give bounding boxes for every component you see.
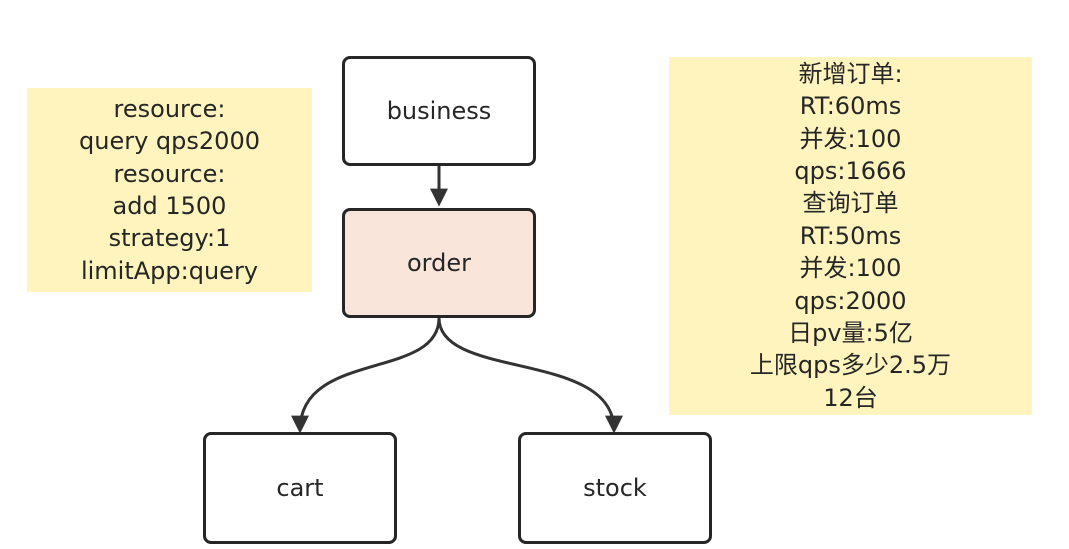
note-left-line: limitApp:query: [80, 256, 259, 285]
note-left-line: resource:: [113, 94, 226, 123]
note-left-line: add 1500: [112, 192, 227, 220]
note-left-line: strategy:1: [108, 224, 231, 253]
node-cart[interactable]: cart: [203, 432, 397, 544]
node-cart-label: cart: [276, 474, 324, 502]
note-right-line: qps:2000: [794, 286, 907, 315]
note-right-line: 查询订单: [802, 189, 899, 218]
note-right-line: 上限qps多少2.5万: [749, 351, 952, 380]
note-right-line: 12台: [823, 383, 878, 412]
note-right-line: 新增订单:: [798, 59, 903, 88]
edge-order-to-cart: [291, 317, 441, 434]
node-stock[interactable]: stock: [518, 432, 712, 544]
note-right-line: 并发:100: [799, 124, 902, 153]
note-right[interactable]: 新增订单: RT:60ms 并发:100 qps:1666 查询订单 RT:50…: [669, 57, 1032, 415]
note-right-line: 并发:100: [799, 254, 902, 283]
edge-order-to-stock: [437, 317, 623, 434]
note-right-line: RT:60ms: [799, 92, 902, 121]
note-right-line: RT:50ms: [799, 221, 902, 250]
note-right-line: qps:1666: [794, 156, 907, 185]
note-left-line: resource:: [113, 159, 226, 188]
node-order-label: order: [407, 249, 471, 277]
node-business[interactable]: business: [342, 56, 536, 166]
note-left-line: query qps2000: [79, 127, 260, 156]
node-business-label: business: [386, 97, 492, 125]
node-order[interactable]: order: [342, 208, 536, 318]
node-stock-label: stock: [583, 474, 647, 502]
note-right-line: 日pv量:5亿: [788, 319, 913, 348]
note-left[interactable]: resource: query qps2000 resource: add 15…: [27, 88, 312, 292]
